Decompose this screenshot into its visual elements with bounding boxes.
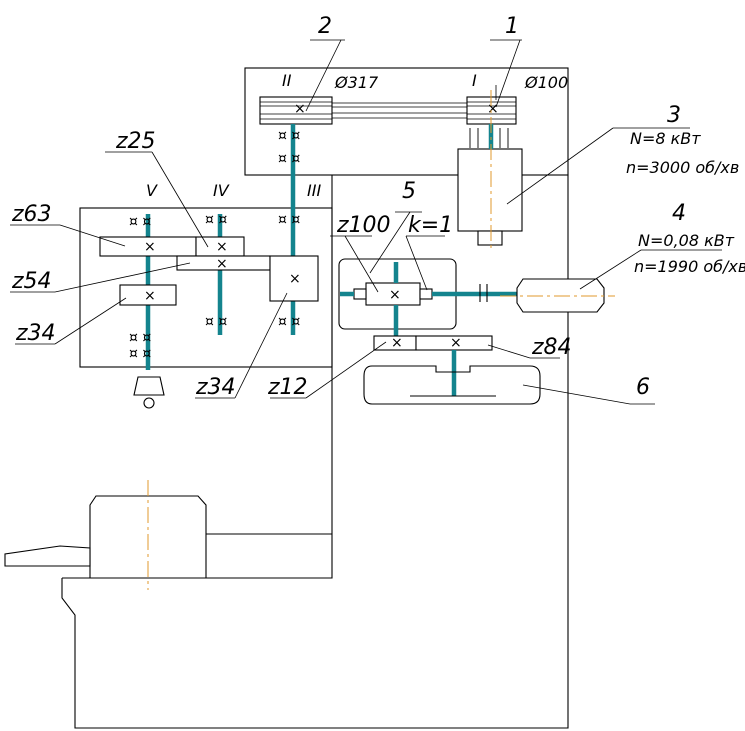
gear-z34-mid <box>269 255 319 302</box>
label-shaft-i: I <box>472 71 477 90</box>
bearings: ¤ ¤ ¤ ¤ ¤ ¤ ¤ ¤ ¤ ¤ ¤ ¤ ¤ ¤ ¤ ¤ ¤ ¤ <box>129 128 300 362</box>
label-shaft-iii: III <box>307 181 321 200</box>
label-z25: z25 <box>115 129 156 154</box>
label-dia-100: Ø100 <box>524 73 568 92</box>
pulley-2 <box>259 96 333 125</box>
label-1: 1 <box>505 14 519 39</box>
label-z34-mid: z34 <box>195 375 236 400</box>
label-shaft-iv: IV <box>213 181 230 200</box>
svg-text:¤ ¤: ¤ ¤ <box>278 314 300 330</box>
label-2: 2 <box>318 14 332 39</box>
svg-text:¤ ¤: ¤ ¤ <box>129 214 151 230</box>
gear-z34-left <box>119 284 177 306</box>
svg-text:¤ ¤: ¤ ¤ <box>205 314 227 330</box>
gearbox: ¤ ¤ ¤ ¤ ¤ ¤ ¤ ¤ ¤ ¤ ¤ ¤ ¤ ¤ ¤ ¤ ¤ ¤ × × … <box>79 124 333 409</box>
svg-text:×: × <box>391 335 403 351</box>
spindle-output <box>133 376 165 396</box>
svg-text:×: × <box>216 239 228 255</box>
label-4: 4 <box>672 201 686 226</box>
svg-text:×: × <box>487 101 499 117</box>
svg-text:¤ ¤: ¤ ¤ <box>278 128 300 144</box>
label-3: 3 <box>667 103 681 128</box>
work-table <box>4 480 332 590</box>
label-dia-317: Ø317 <box>334 73 379 92</box>
motor-main-power: N=8 кВт <box>630 129 701 148</box>
svg-text:×: × <box>289 271 301 287</box>
main-motor <box>457 90 523 250</box>
svg-text:×: × <box>216 256 228 272</box>
svg-text:¤ ¤: ¤ ¤ <box>129 346 151 362</box>
label-z12: z12 <box>267 375 308 400</box>
motor-aux-power: N=0,08 кВт <box>638 231 735 250</box>
labels: 2 1 3 4 5 6 II I V IV III Ø317 Ø100 N=8 … <box>11 14 745 400</box>
motor-aux-speed: n=1990 об/хв <box>634 257 745 276</box>
label-z100: z100 <box>336 213 391 238</box>
svg-text:¤ ¤: ¤ ¤ <box>278 212 300 228</box>
motor-main-speed: n=3000 об/хв <box>626 158 739 177</box>
label-k1: k=1 <box>408 213 453 238</box>
label-shaft-ii: II <box>282 71 292 90</box>
svg-text:¤ ¤: ¤ ¤ <box>205 212 227 228</box>
rotary-table <box>363 365 541 405</box>
belt-drive: × × <box>259 96 517 125</box>
aux-motor <box>500 278 615 313</box>
table-drive: × × <box>363 335 541 405</box>
svg-text:×: × <box>450 335 462 351</box>
svg-text:×: × <box>294 101 306 117</box>
label-6: 6 <box>636 375 650 400</box>
label-z34-left: z34 <box>15 321 56 346</box>
svg-text:×: × <box>389 287 401 303</box>
svg-text:¤ ¤: ¤ ¤ <box>129 330 151 346</box>
worm-gearbox: × <box>338 258 517 336</box>
leader-lines <box>10 39 722 405</box>
svg-text:×: × <box>144 288 156 304</box>
label-z54: z54 <box>11 269 52 294</box>
label-z84: z84 <box>531 335 572 360</box>
label-shaft-v: V <box>146 181 158 200</box>
svg-text:×: × <box>144 239 156 255</box>
label-z63: z63 <box>11 202 52 227</box>
svg-text:¤ ¤: ¤ ¤ <box>278 151 300 167</box>
label-5: 5 <box>402 179 416 204</box>
